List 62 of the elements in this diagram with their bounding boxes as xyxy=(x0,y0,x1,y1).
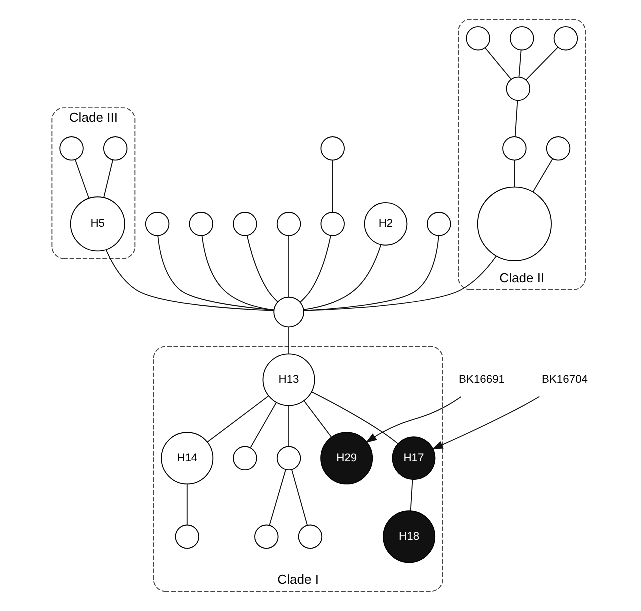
connector xyxy=(532,158,554,192)
connector xyxy=(304,235,440,312)
connector xyxy=(202,235,275,311)
connector xyxy=(106,249,274,312)
node-circle: H14 xyxy=(161,432,214,485)
node-circle xyxy=(189,212,214,236)
connector xyxy=(526,47,559,81)
node-circle xyxy=(276,212,302,236)
connector xyxy=(288,406,290,448)
arrow xyxy=(366,396,462,444)
cluster: Clade II xyxy=(458,19,586,290)
node-circle xyxy=(175,524,200,549)
node-circle: H5 xyxy=(70,196,126,252)
connector xyxy=(186,484,188,526)
node-circle xyxy=(233,212,258,236)
arrow xyxy=(432,396,540,450)
connector xyxy=(207,396,270,443)
node-circle: H18 xyxy=(383,510,436,564)
node-circle xyxy=(276,446,302,471)
node-circle xyxy=(254,524,279,549)
connector xyxy=(74,159,90,199)
connector xyxy=(410,479,414,512)
node-circle: H13 xyxy=(262,354,316,406)
connector xyxy=(484,48,512,80)
connector xyxy=(292,470,308,526)
node-circle xyxy=(320,136,345,161)
node-text: BK16691 xyxy=(459,374,506,386)
node-circle xyxy=(506,76,531,102)
node-circle xyxy=(477,186,552,262)
connector xyxy=(246,235,278,303)
node-circle: H29 xyxy=(320,432,374,485)
node-circle xyxy=(427,212,452,236)
connector xyxy=(514,100,518,138)
node-circle xyxy=(502,136,527,161)
connector xyxy=(300,235,332,303)
connector xyxy=(288,327,290,355)
node-circle xyxy=(298,524,323,549)
node-circle xyxy=(233,446,258,471)
connector xyxy=(250,402,278,448)
connector xyxy=(332,160,334,213)
node-circle xyxy=(466,26,490,51)
connector xyxy=(158,235,275,311)
connector xyxy=(304,400,332,438)
node-circle xyxy=(510,26,534,51)
node-circle xyxy=(554,26,578,51)
node-circle xyxy=(103,136,128,161)
connector xyxy=(269,469,286,526)
node-circle xyxy=(145,212,170,236)
connector xyxy=(514,160,516,188)
connector xyxy=(303,244,382,310)
node-circle xyxy=(546,136,571,161)
node-circle xyxy=(60,136,84,161)
node-circle: H2 xyxy=(364,202,408,246)
connector xyxy=(288,236,290,298)
connector xyxy=(304,256,497,312)
node-circle xyxy=(274,296,304,328)
node-circle: H17 xyxy=(392,436,436,480)
node-circle xyxy=(320,212,345,236)
connector xyxy=(518,50,522,78)
node-text: BK16704 xyxy=(542,374,588,386)
connector xyxy=(104,160,114,198)
connector xyxy=(312,392,399,444)
